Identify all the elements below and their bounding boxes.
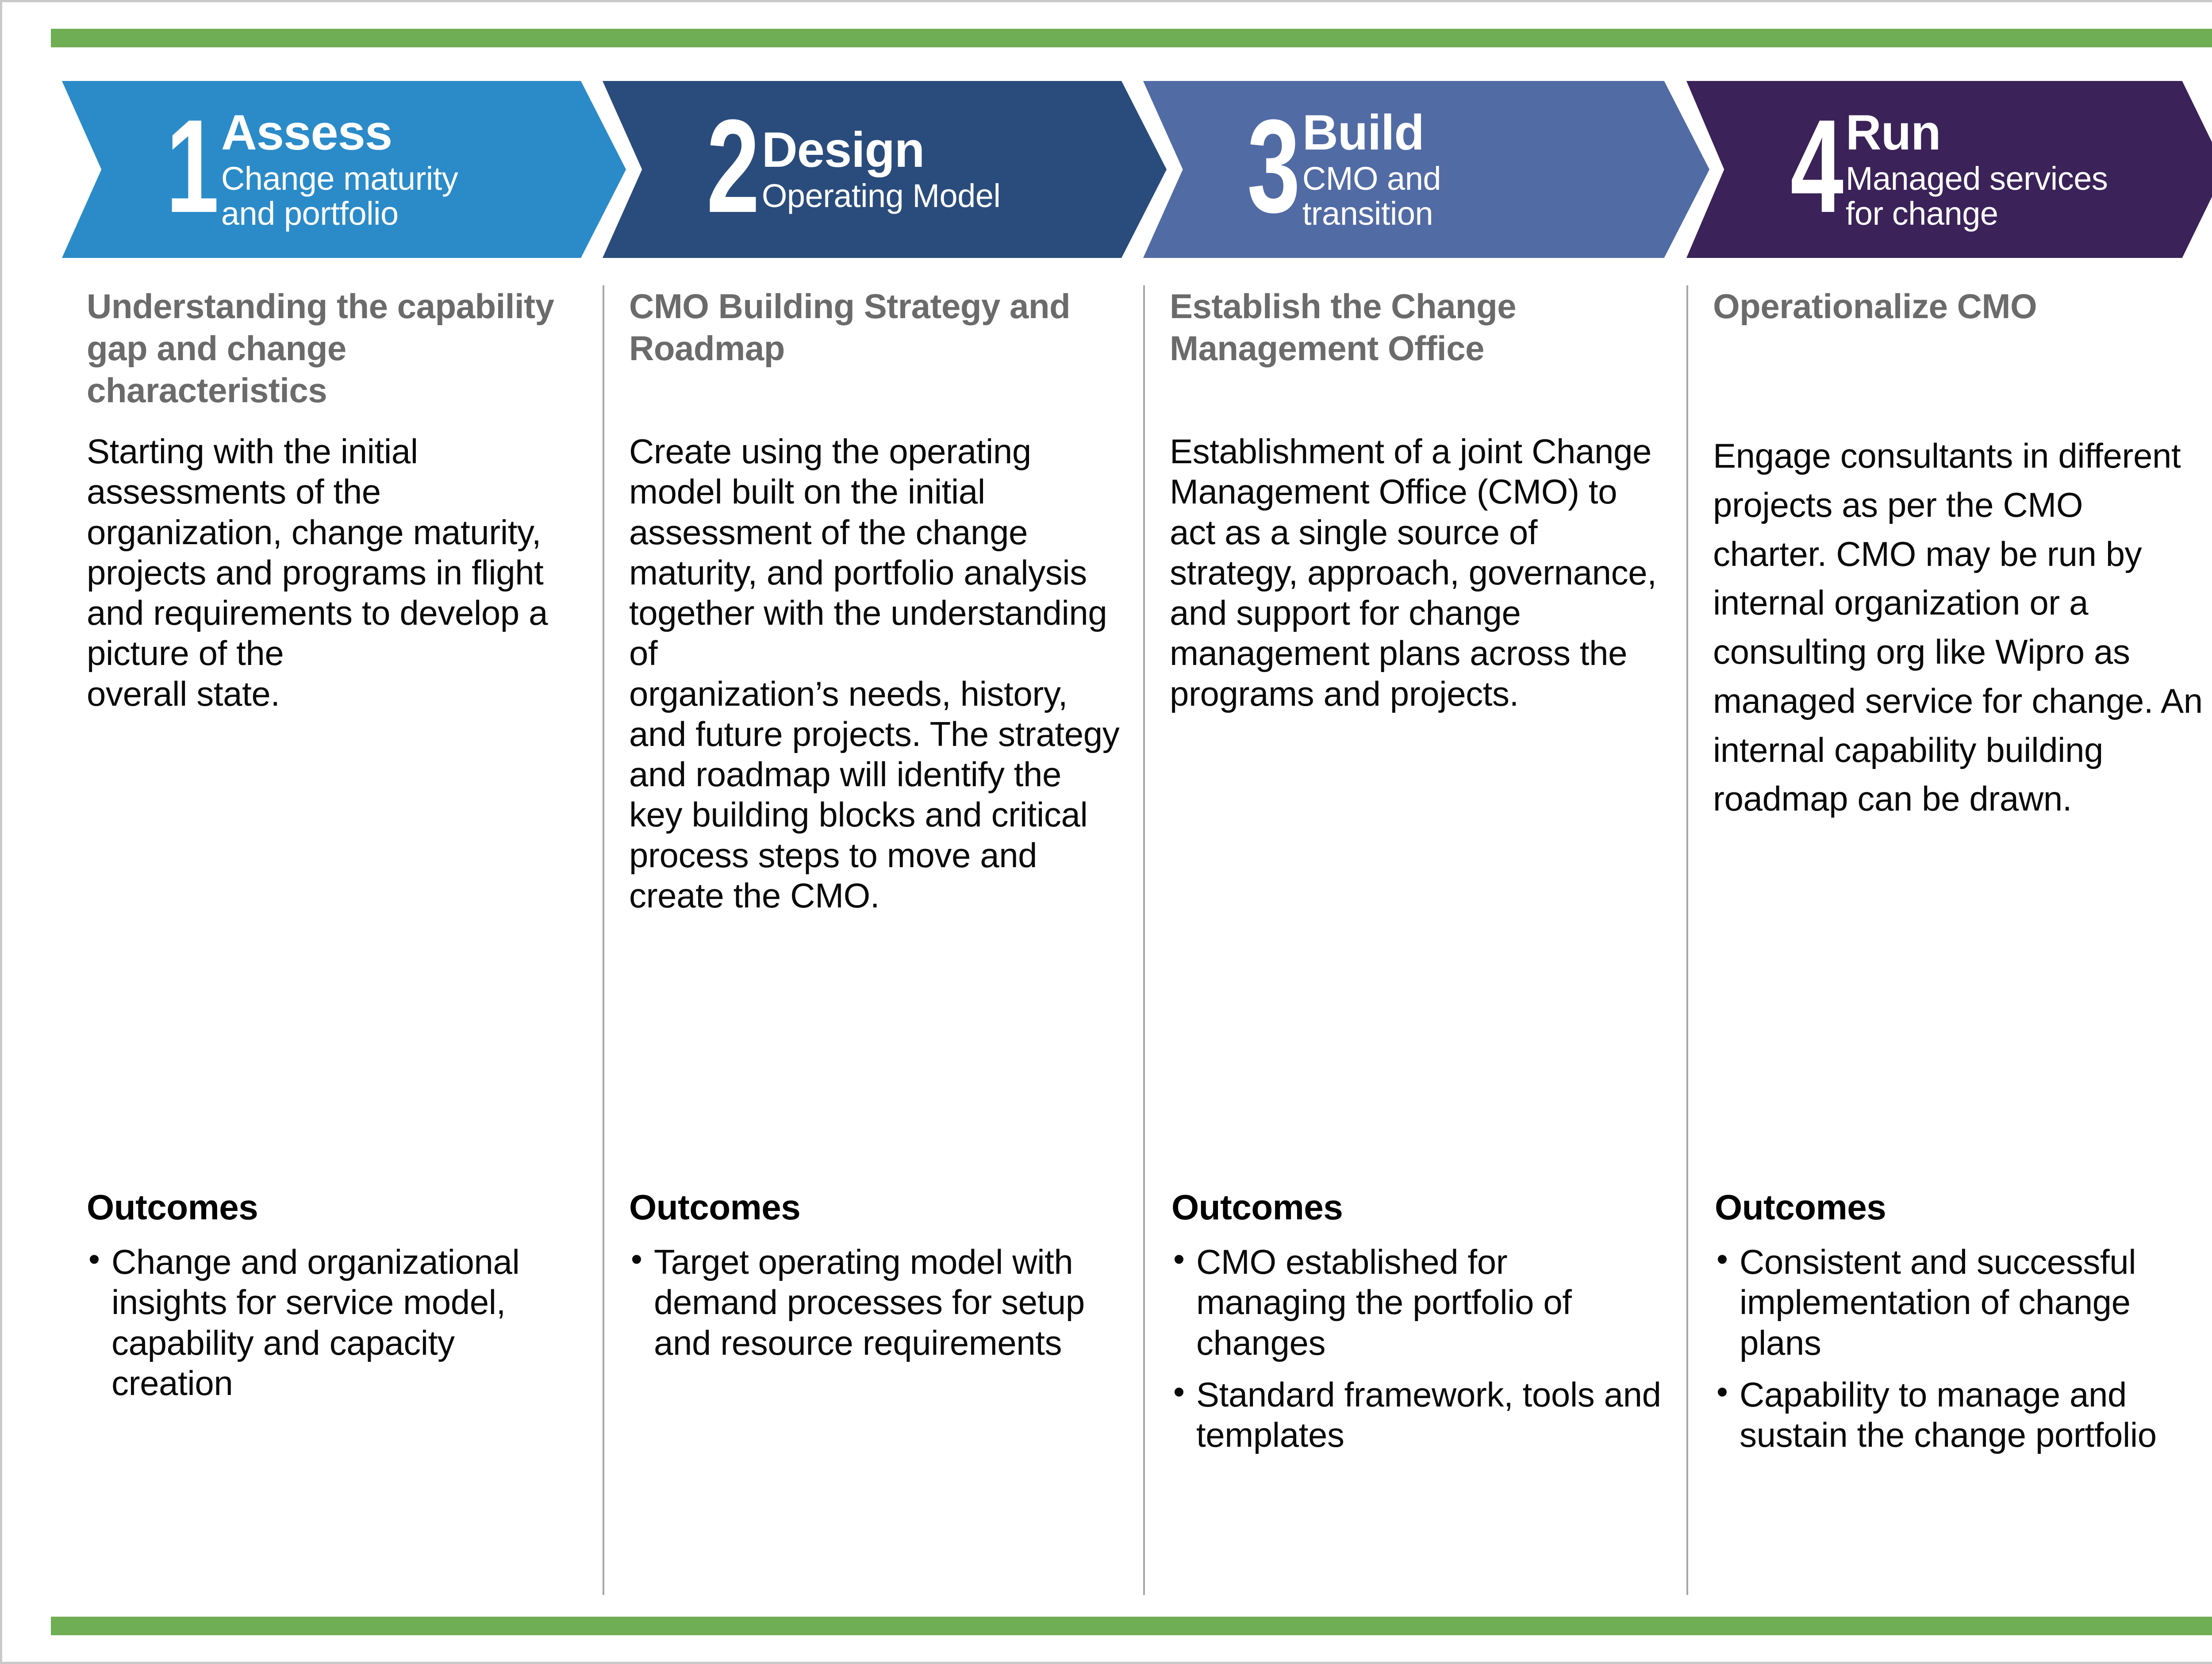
list-item: CMO established for managing the portfol… xyxy=(1171,1240,1666,1363)
phase-title-3: Build xyxy=(1302,104,1425,160)
phase-detail-columns: Understanding the capability gap and cha… xyxy=(62,285,2212,1595)
phase-title-1: Assess xyxy=(221,104,392,160)
column-body-3: Establishment of a joint Change Manageme… xyxy=(1170,432,1657,713)
outcomes-list-2: Target operating model with demand proce… xyxy=(629,1240,1123,1363)
list-item: Consistent and successful implementation… xyxy=(1715,1240,2205,1363)
phase-column-design: CMO Building Strategy and Roadmap Create… xyxy=(603,285,1143,1595)
outcomes-list-4: Consistent and successful implementation… xyxy=(1715,1240,2205,1456)
phase-number-1: 1 xyxy=(166,92,219,240)
phase-title-4: Run xyxy=(1845,104,1941,160)
phase-number-4: 4 xyxy=(1790,92,1843,240)
column-body-2: Create using the operating model built o… xyxy=(629,432,1120,915)
column-lede-1: Understanding the capability gap and cha… xyxy=(87,287,554,410)
phase-number-3: 3 xyxy=(1247,92,1300,240)
outcomes-heading-1: Outcomes xyxy=(87,1187,258,1227)
phase-arrow-band: 1 Assess Change maturity and portfolio 2… xyxy=(62,81,2212,258)
outcomes-block-2: Outcomes Target operating model with dem… xyxy=(629,1188,1123,1375)
outcomes-heading-3: Outcomes xyxy=(1171,1187,1343,1227)
outcomes-block-4: Outcomes Consistent and successful imple… xyxy=(1715,1188,2205,1467)
list-item: Standard framework, tools and templates xyxy=(1171,1373,1666,1456)
list-item: Change and organizational insights for s… xyxy=(87,1240,582,1403)
bottom-accent-rule xyxy=(51,1617,2212,1635)
outcomes-block-1: Outcomes Change and organizational insig… xyxy=(87,1188,582,1415)
phase-column-build: Establish the Change Management Office E… xyxy=(1143,285,1686,1595)
phase-number-2: 2 xyxy=(707,92,760,240)
phase-column-run: Operationalize CMO Engage consultants in… xyxy=(1686,285,2212,1595)
column-body-1: Starting with the initial assessments of… xyxy=(87,432,548,713)
phase-subtitle-1: Change maturity and portfolio xyxy=(221,160,458,232)
top-accent-rule xyxy=(51,29,2212,47)
phase-arrow-design[interactable]: 2 Design Operating Model xyxy=(603,81,1167,258)
phase-arrow-build[interactable]: 3 Build CMO and transition xyxy=(1143,81,1709,258)
column-lede-2: CMO Building Strategy and Roadmap xyxy=(629,287,1071,368)
outcomes-heading-2: Outcomes xyxy=(629,1187,801,1227)
phase-subtitle-4: Managed services for change xyxy=(1845,160,2108,232)
phase-title-2: Design xyxy=(761,122,925,178)
phase-subtitle-3: CMO and transition xyxy=(1302,160,1441,232)
outcomes-heading-4: Outcomes xyxy=(1715,1187,1886,1227)
list-item: Capability to manage and sustain the cha… xyxy=(1715,1373,2205,1456)
phase-arrow-run[interactable]: 4 Run Managed services for change xyxy=(1686,81,2212,258)
phase-subtitle-2: Operating Model xyxy=(761,177,1001,215)
list-item: Target operating model with demand proce… xyxy=(629,1240,1123,1363)
column-lede-4: Operationalize CMO xyxy=(1713,287,2037,326)
column-lede-3: Establish the Change Management Office xyxy=(1170,287,1517,368)
outcomes-list-1: Change and organizational insights for s… xyxy=(87,1240,582,1403)
outcomes-block-3: Outcomes CMO established for managing th… xyxy=(1171,1188,1666,1467)
phase-column-assess: Understanding the capability gap and cha… xyxy=(62,285,603,1595)
phase-arrow-assess[interactable]: 1 Assess Change maturity and portfolio xyxy=(62,81,626,258)
outcomes-list-3: CMO established for managing the portfol… xyxy=(1171,1240,1666,1456)
column-body-4: Engage consultants in different projects… xyxy=(1713,436,2203,819)
